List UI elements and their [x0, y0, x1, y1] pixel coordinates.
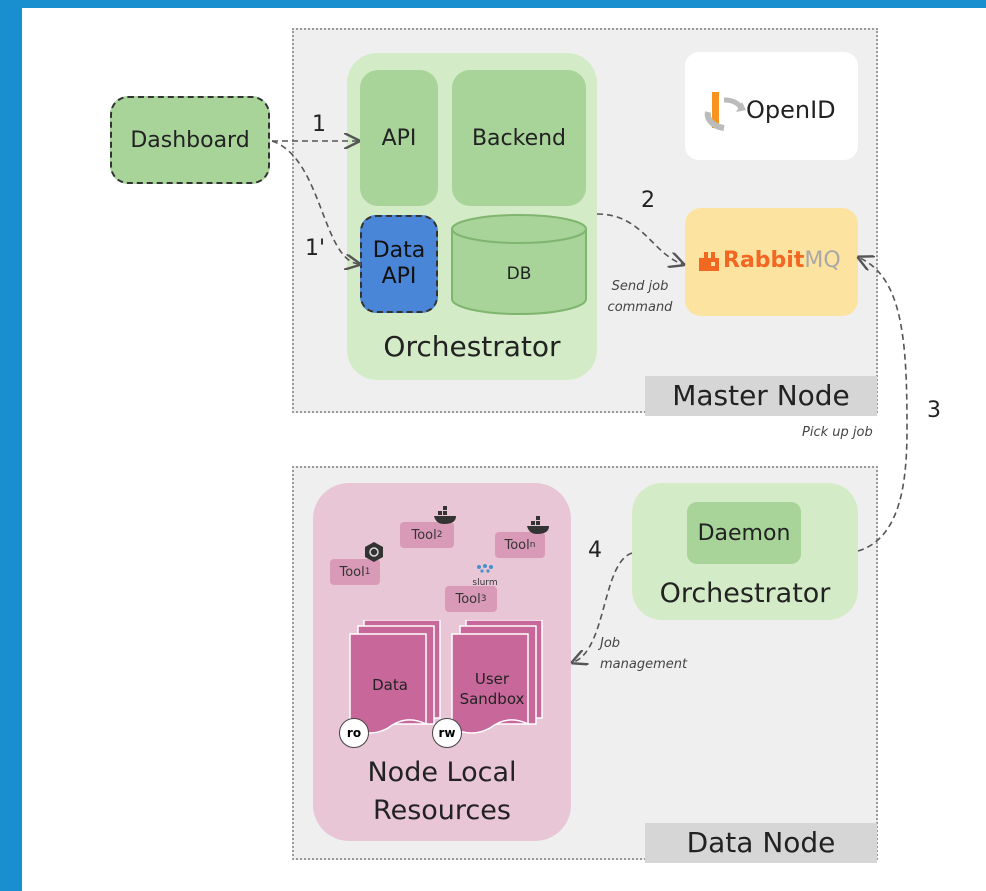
tool-1-sub: 1	[364, 567, 371, 577]
sandbox-document-stack: User Sandbox	[451, 620, 543, 734]
step-2-label: 2	[641, 188, 655, 213]
local-resources-label: Node Local Resources	[313, 754, 571, 830]
api-box: API	[360, 70, 438, 206]
send-job-label-line1: Send job	[611, 279, 669, 294]
data-document-stack: Data	[349, 620, 441, 734]
kubernetes-icon	[365, 542, 383, 562]
openid-label: OpenID	[746, 96, 836, 124]
ro-badge: ro	[339, 718, 369, 748]
step-3-label: 3	[927, 398, 941, 423]
mq-label: MQ	[804, 248, 841, 273]
data-api-box: Data API	[360, 215, 438, 313]
master-node-label: Master Node	[645, 376, 877, 416]
arrows-layer	[271, 8, 908, 891]
orchestrator-master-label: Orchestrator	[383, 330, 561, 363]
daemon-label: Daemon	[697, 520, 791, 546]
ro-label: ro	[346, 726, 362, 740]
diagram-canvas: Master Node Data Node Dashboard Orchestr…	[22, 8, 986, 891]
step-1-prime-label: 1'	[305, 236, 326, 261]
sandbox-label-line2: Sandbox	[460, 690, 525, 708]
data-api-label-line1: Data	[372, 238, 426, 263]
docker-icon	[434, 506, 456, 524]
job-management-label: Job management	[600, 633, 687, 675]
tool-2-sub: 2	[436, 530, 443, 540]
tool-3-sub: 3	[480, 594, 487, 604]
daemon-box: Daemon	[687, 502, 801, 564]
dashboard-label: Dashboard	[130, 127, 250, 153]
rabbit-icon	[699, 251, 719, 271]
local-resources-label-line2: Resources	[373, 795, 511, 826]
job-management-label-line2: management	[600, 657, 688, 672]
backend-box: Backend	[452, 70, 586, 206]
local-resources-label-line1: Node Local	[367, 757, 517, 788]
arrow-4	[574, 552, 633, 662]
tool-1-name: Tool	[339, 564, 365, 580]
arrow-2	[596, 213, 682, 264]
backend-label: Backend	[471, 125, 567, 151]
data-node-label: Data Node	[645, 823, 877, 863]
tool-n-sub: n	[529, 540, 536, 550]
rw-badge: rw	[432, 718, 462, 748]
sandbox-label-line1: User	[475, 670, 510, 688]
db-cylinder: DB	[451, 214, 587, 315]
db-label: DB	[507, 264, 532, 284]
tool-n-name: Tool	[504, 537, 530, 553]
rabbit-label: Rabbit	[723, 248, 805, 273]
docker-icon-2	[527, 516, 549, 534]
dashboard-box: Dashboard	[110, 96, 270, 184]
pick-up-job-label: Pick up job	[802, 425, 873, 440]
rw-label: rw	[438, 726, 456, 740]
step-4-label: 4	[588, 538, 602, 563]
slurm-label: slurm	[472, 578, 497, 588]
step-1-label: 1	[312, 112, 326, 137]
tool-2-name: Tool	[411, 527, 437, 543]
job-management-label-line1: Job	[600, 636, 621, 651]
api-label: API	[381, 125, 417, 151]
data-api-label-line2: API	[381, 264, 417, 289]
arrow-1-prime	[271, 140, 358, 264]
send-job-label-line2: command	[607, 300, 673, 315]
openid-logo-icon	[704, 92, 746, 131]
send-job-label: Send job command	[600, 276, 680, 318]
slurm-icon: slurm	[472, 564, 498, 588]
tool-3-name: Tool	[455, 591, 481, 607]
arrow-3	[858, 258, 908, 552]
orchestrator-data-label: Orchestrator	[659, 578, 831, 609]
data-doc-label: Data	[372, 676, 408, 694]
